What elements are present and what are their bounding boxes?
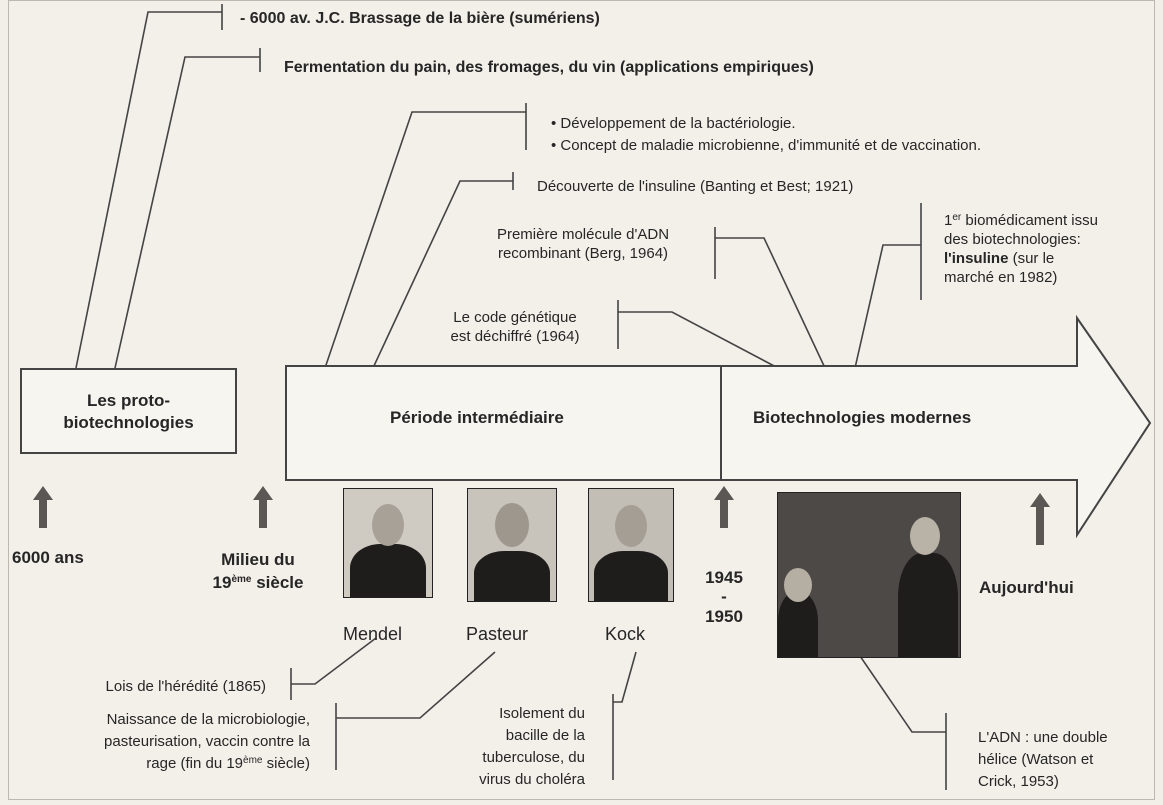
period-modern: Biotechnologies modernes bbox=[753, 408, 972, 427]
name-pasteur: Pasteur bbox=[466, 624, 529, 644]
adn-recomb-line1: Première molécule d'ADN bbox=[496, 226, 670, 243]
up-arrow-1945 bbox=[714, 486, 734, 528]
date-milieu-line1: Milieu du bbox=[221, 550, 295, 569]
naiss-3-post: siècle) bbox=[262, 755, 310, 772]
adn-line1: L'ADN : une double bbox=[978, 729, 1108, 746]
date-6000-ans: 6000 ans bbox=[12, 548, 84, 567]
proto-label: Les proto- biotechnologies bbox=[20, 390, 237, 434]
connector-fermentation bbox=[114, 56, 260, 369]
event-lois-heredite: Lois de l'hérédité (1865) bbox=[105, 678, 266, 695]
proto-label-line1: Les proto- bbox=[86, 391, 171, 410]
date-siecle: siècle bbox=[251, 573, 304, 592]
naiss-line3: rage (fin du 19ème siècle) bbox=[20, 753, 310, 775]
date-19: 19 bbox=[212, 573, 232, 592]
date-milieu-19e: Milieu du 19ème siècle bbox=[188, 548, 328, 594]
connector-naissance bbox=[336, 651, 496, 719]
code-line2: est déchiffré (1964) bbox=[450, 328, 580, 345]
portrait-pasteur bbox=[467, 488, 557, 602]
event-naissance-micro: Naissance de la microbiologie, pasteuris… bbox=[20, 709, 310, 775]
portrait-kock bbox=[588, 488, 674, 602]
portrait-mendel bbox=[343, 488, 433, 598]
event-fermentation: Fermentation du pain, des fromages, du v… bbox=[284, 59, 814, 76]
connector-biomed bbox=[854, 244, 921, 369]
name-mendel: Mendel bbox=[343, 624, 403, 644]
adn-line2: hélice (Watson et bbox=[978, 751, 1094, 768]
event-bacterio: • Développement de la bactériologie. bbox=[551, 115, 796, 132]
iso-line3: tuberculose, du bbox=[482, 749, 585, 766]
period-intermediate: Période intermédiaire bbox=[390, 408, 564, 427]
connector-adn-helice bbox=[859, 655, 946, 733]
event-adn-recombinant: Première molécule d'ADN recombinant (Ber… bbox=[458, 225, 708, 263]
event-insuline: Découverte de l'insuline (Banting et Bes… bbox=[537, 178, 854, 195]
proto-label-line2: biotechnologies bbox=[63, 413, 194, 432]
connector-isolement bbox=[613, 651, 637, 703]
connector-bacterio bbox=[324, 111, 526, 369]
code-line1: Le code génétique bbox=[453, 309, 577, 326]
event-adn-helice: L'ADN : une double hélice (Watson et Cri… bbox=[978, 727, 1108, 793]
event-code-genetique: Le code génétique est déchiffré (1964) bbox=[420, 308, 610, 346]
connector-adn-recomb bbox=[715, 237, 826, 369]
date-1945-1950: 1945 - 1950 bbox=[694, 565, 754, 629]
biomed-line1: 1er biomédicament issu bbox=[944, 211, 1098, 230]
event-biomedicament: 1er biomédicament issu des biotechnologi… bbox=[944, 211, 1098, 287]
date-milieu-line2: 19ème siècle bbox=[188, 571, 328, 594]
iso-line1: Isolement du bbox=[499, 705, 585, 722]
date-19-sup: ème bbox=[231, 574, 252, 585]
event-isolement: Isolement du bacille de la tuberculose, … bbox=[430, 703, 585, 791]
biomed-1: 1 bbox=[944, 212, 953, 229]
photo-watson-crick bbox=[777, 492, 961, 658]
proto-biotech-box bbox=[20, 368, 237, 454]
connector-biere bbox=[75, 11, 222, 369]
adn-line3: Crick, 1953) bbox=[978, 773, 1059, 790]
biomed-sup: er bbox=[952, 212, 962, 223]
biomed-3-rest: (sur le bbox=[1008, 250, 1055, 267]
date-1945: 1945 bbox=[705, 568, 743, 587]
biomed-1b: biomédicament issu bbox=[961, 212, 1098, 229]
date-1950: 1950 bbox=[705, 607, 743, 626]
naiss-3: rage (fin du 19 bbox=[146, 755, 244, 772]
event-biere: - 6000 av. J.C. Brassage de la bière (su… bbox=[240, 10, 600, 27]
connector-insuline bbox=[372, 180, 513, 369]
biomed-line4: marché en 1982) bbox=[944, 269, 1058, 286]
date-dash: - bbox=[721, 587, 727, 606]
iso-line2: bacille de la bbox=[505, 727, 585, 744]
biomed-line3: l'insuline (sur le bbox=[944, 249, 1098, 268]
naiss-sup: ème bbox=[243, 755, 263, 766]
date-aujourdhui: Aujourd'hui bbox=[979, 578, 1074, 597]
up-arrow-milieu bbox=[253, 486, 273, 528]
connector-lois bbox=[291, 637, 377, 685]
naiss-line2: pasteurisation, vaccin contre la bbox=[104, 733, 310, 750]
event-maladie: • Concept de maladie microbienne, d'immu… bbox=[551, 137, 982, 154]
iso-line4: virus du choléra bbox=[479, 771, 585, 788]
connector-code bbox=[618, 311, 779, 369]
timeline-arrow bbox=[285, 314, 1152, 539]
up-arrow-aujourdhui bbox=[1030, 493, 1050, 545]
biomed-insuline: l'insuline bbox=[944, 250, 1009, 267]
biomed-line2: des biotechnologies: bbox=[944, 231, 1081, 248]
naiss-line1: Naissance de la microbiologie, bbox=[106, 711, 310, 728]
name-kock: Kock bbox=[605, 624, 646, 644]
adn-recomb-line2: recombinant (Berg, 1964) bbox=[497, 245, 669, 262]
up-arrow-6000 bbox=[33, 486, 53, 528]
